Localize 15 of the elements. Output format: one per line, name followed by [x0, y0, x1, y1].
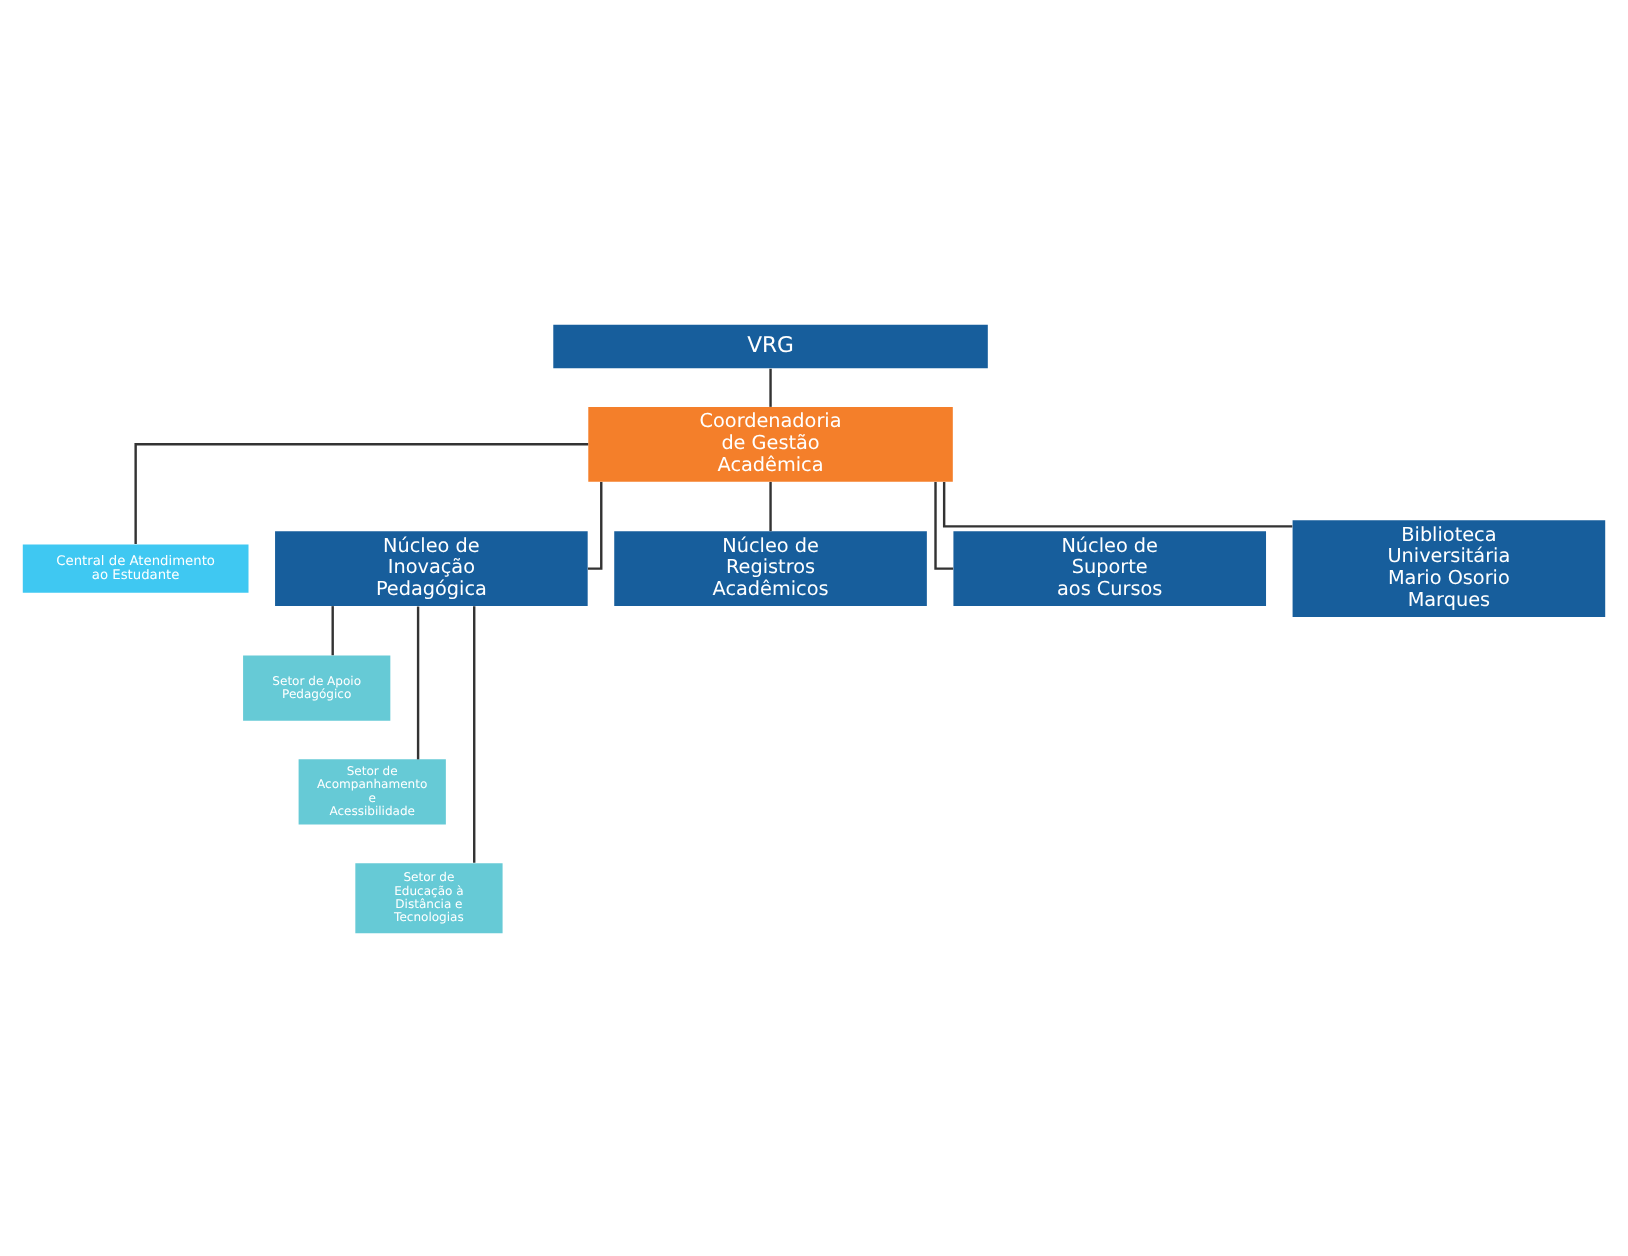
connector [587, 480, 603, 569]
connector [473, 605, 476, 862]
connector [934, 480, 954, 569]
node-box: VRG [553, 323, 988, 368]
node-box: Coordenadoria de Gestão Acadêmica [588, 405, 953, 481]
connector [942, 481, 1293, 527]
connector [769, 367, 772, 406]
connector [416, 605, 420, 759]
connector [134, 442, 589, 544]
node-box: Biblioteca Universitária Mario Osorio Marques [1292, 519, 1606, 616]
node-box: Núcleo de Suporte aos Cursos [953, 530, 1267, 606]
node-box: Núcleo de Inovação Pedagógica [275, 530, 588, 606]
connector [331, 605, 334, 655]
node-box: Núcleo de Registros Acadêmicos [614, 530, 927, 606]
connector [769, 480, 772, 531]
